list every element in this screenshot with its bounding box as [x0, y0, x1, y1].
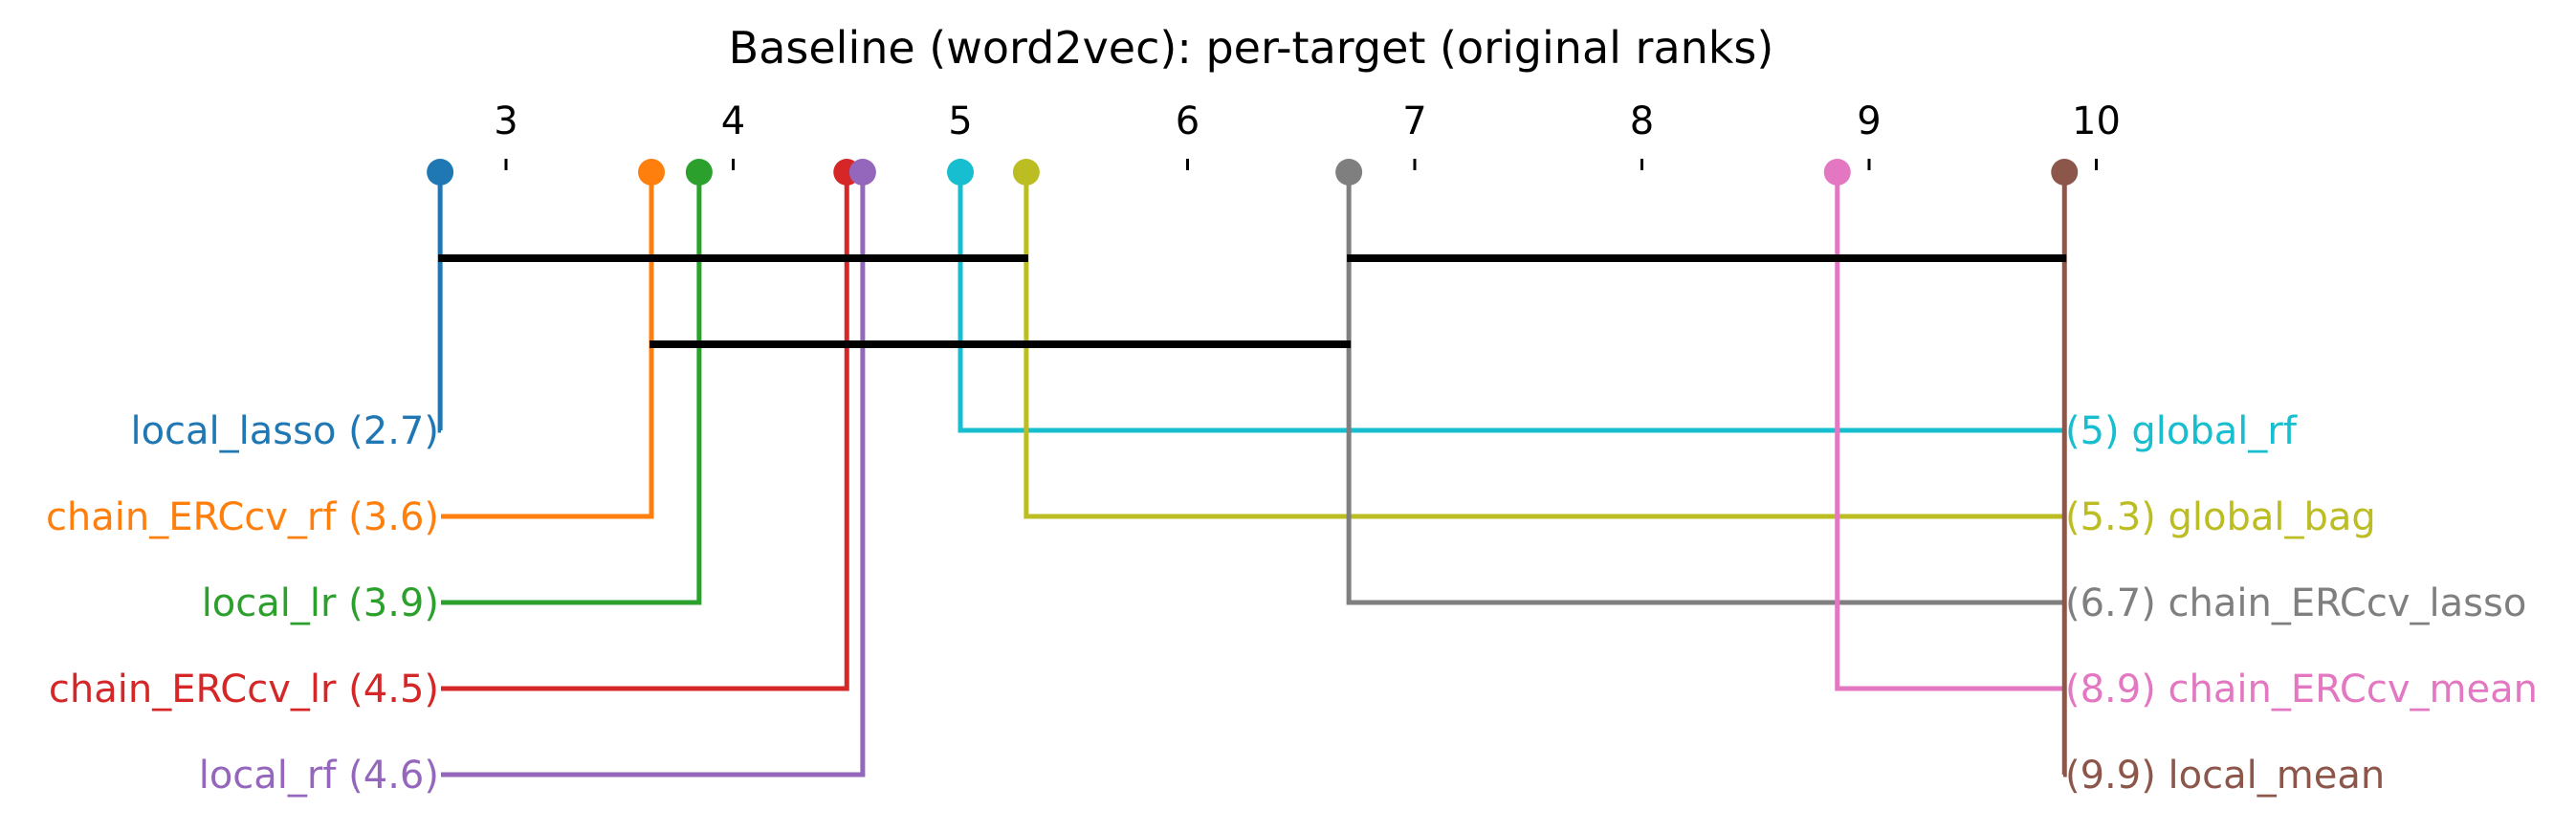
- rank-point: [1012, 159, 1040, 186]
- rank-point: [685, 159, 713, 186]
- rank-point: [638, 159, 665, 186]
- tick-label: 8: [1630, 99, 1654, 143]
- leader-line: [958, 172, 2063, 433]
- method-local-rf: local_rf (4.6): [199, 159, 876, 798]
- method-markers: local_lasso (2.7) chain_ERCcv_rf (3.6) loc…: [46, 159, 2538, 798]
- method-global-bag: (5.3) global_bag: [1012, 159, 2376, 539]
- method-local-mean: (9.9) local_mean: [2051, 159, 2385, 798]
- tick-label: 4: [721, 99, 745, 143]
- method-label: local_rf (4.6): [199, 754, 439, 798]
- method-label: (9.9) local_mean: [2065, 754, 2385, 798]
- leader-line: [437, 172, 443, 433]
- rank-point: [1823, 159, 1851, 186]
- leader-line: [441, 172, 866, 777]
- method-chain-ERCcv-lr: chain_ERCcv_lr (4.5): [49, 159, 861, 712]
- leader-line: [1024, 172, 2063, 519]
- clique-bars: [438, 254, 2067, 348]
- tick-label: 10: [2072, 99, 2121, 143]
- method-chain-ERCcv-rf: chain_ERCcv_rf (3.6): [46, 159, 665, 539]
- method-local-lr: local_lr (3.9): [202, 159, 713, 625]
- leader-line: [1835, 172, 2063, 691]
- method-label: local_lr (3.9): [202, 581, 439, 625]
- tick-label: 9: [1857, 99, 1881, 143]
- rank-axis: 3 4 5 6 7 8 9 10: [494, 99, 2121, 170]
- rank-point: [2051, 159, 2079, 186]
- leader-line: [441, 172, 654, 519]
- rank-point: [427, 159, 454, 186]
- method-label: chain_ERCcv_rf (3.6): [46, 495, 439, 539]
- leader-line: [441, 172, 702, 605]
- method-label: local_lasso (2.7): [130, 409, 439, 453]
- leader-line: [441, 172, 849, 691]
- rank-point: [848, 159, 876, 186]
- method-label: (6.7) chain_ERCcv_lasso: [2065, 581, 2526, 625]
- leader-line: [1346, 172, 2063, 605]
- tick-label: 5: [948, 99, 972, 143]
- leader-line: [2061, 172, 2067, 777]
- method-label: (8.9) chain_ERCcv_mean: [2065, 668, 2538, 712]
- method-label: (5.3) global_bag: [2065, 495, 2376, 539]
- method-chain-ERCcv-lasso: (6.7) chain_ERCcv_lasso: [1335, 159, 2526, 625]
- tick-label: 6: [1176, 99, 1200, 143]
- tick-label: 7: [1402, 99, 1426, 143]
- method-local-lasso: local_lasso (2.7): [130, 159, 454, 453]
- method-label: chain_ERCcv_lr (4.5): [49, 668, 439, 712]
- rank-point: [947, 159, 974, 186]
- method-label: (5) global_rf: [2065, 409, 2298, 453]
- rank-point: [1335, 159, 1363, 186]
- method-chain-ERCcv-mean: (8.9) chain_ERCcv_mean: [1823, 159, 2538, 712]
- tick-label: 3: [494, 99, 517, 143]
- chart-title: Baseline (word2vec): per-target (origina…: [729, 22, 1774, 74]
- method-global-rf: (5) global_rf: [947, 159, 2298, 453]
